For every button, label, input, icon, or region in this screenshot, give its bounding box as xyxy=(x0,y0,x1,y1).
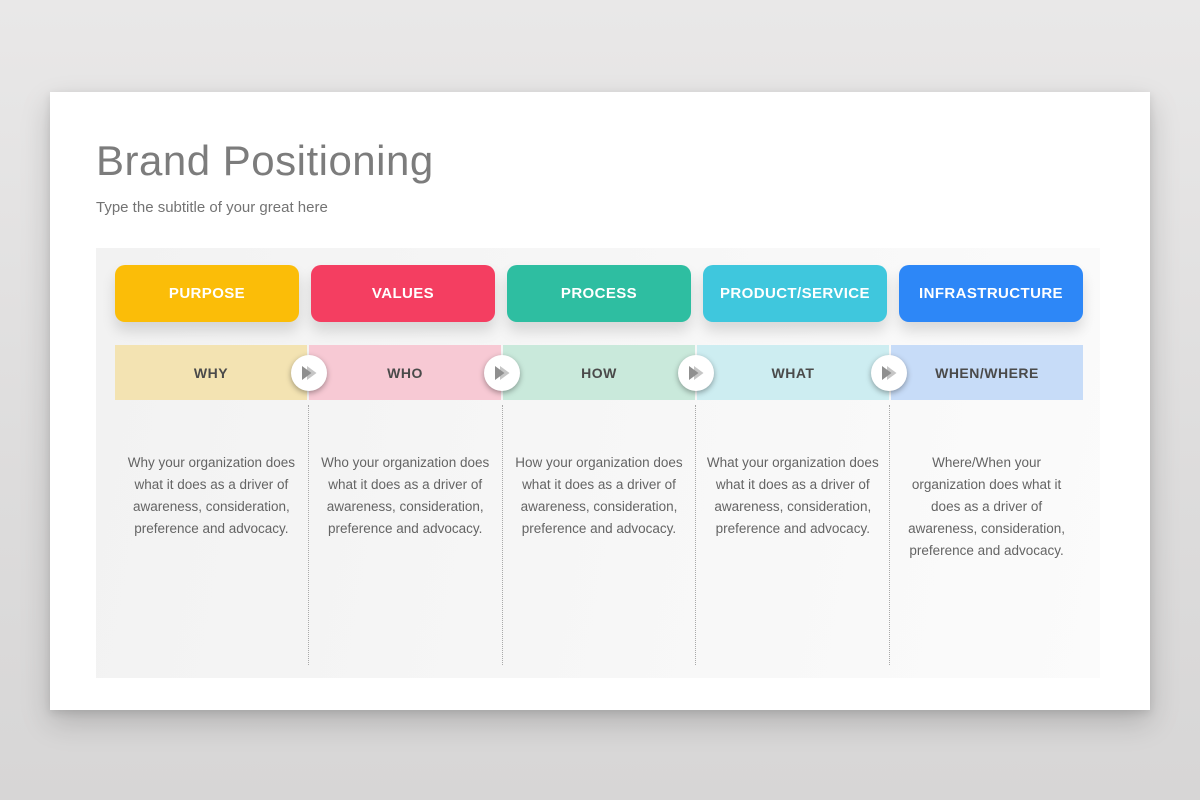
stage-pills-row: PURPOSE VALUES PROCESS PRODUCT/SERVICE I… xyxy=(115,265,1083,322)
arrow-right-icon xyxy=(484,354,521,391)
description-text: Why your organization does what it does … xyxy=(127,455,296,536)
description-text: How your organization does what it does … xyxy=(515,455,683,536)
description-columns: Why your organization does what it does … xyxy=(115,405,1083,665)
description-text: Where/When your organization does what i… xyxy=(908,455,1065,558)
pill-product-service: PRODUCT/SERVICE xyxy=(703,265,887,322)
pill-infrastructure: INFRASTRUCTURE xyxy=(899,265,1083,322)
band-what: WHAT xyxy=(697,345,889,400)
question-band-row: WHY WHO HOW WHAT WHEN/WHERE xyxy=(115,345,1083,400)
description-text: What your organization does what it does… xyxy=(706,455,879,536)
band-why: WHY xyxy=(115,345,307,400)
description-column-product-service: What your organization does what it does… xyxy=(696,405,891,665)
band-how: HOW xyxy=(503,345,695,400)
description-column-infrastructure: Where/When your organization does what i… xyxy=(890,405,1083,665)
pill-process: PROCESS xyxy=(507,265,691,322)
arrow-right-icon xyxy=(871,354,908,391)
pill-purpose: PURPOSE xyxy=(115,265,299,322)
band-when-where: WHEN/WHERE xyxy=(891,345,1083,400)
diagram-panel: PURPOSE VALUES PROCESS PRODUCT/SERVICE I… xyxy=(96,248,1100,678)
slide-subtitle: Type the subtitle of your great here xyxy=(96,199,328,216)
description-column-process: How your organization does what it does … xyxy=(503,405,697,665)
band-who: WHO xyxy=(309,345,501,400)
slide-title: Brand Positioning xyxy=(96,137,434,184)
arrow-right-icon xyxy=(677,354,714,391)
pill-values: VALUES xyxy=(311,265,495,322)
description-column-purpose: Why your organization does what it does … xyxy=(115,405,309,665)
description-column-values: Who your organization does what it does … xyxy=(309,405,503,665)
presentation-slide: Brand Positioning Type the subtitle of y… xyxy=(50,92,1150,710)
description-text: Who your organization does what it does … xyxy=(321,455,490,536)
arrow-right-icon xyxy=(290,354,327,391)
